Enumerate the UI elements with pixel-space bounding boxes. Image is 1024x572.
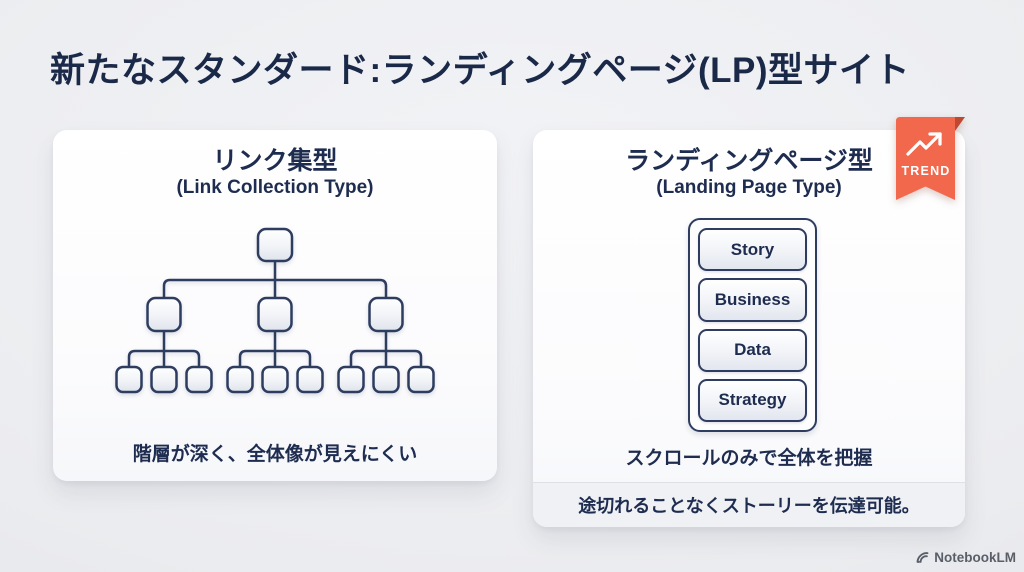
notebooklm-icon	[916, 552, 929, 563]
landing-page-title-ja: ランディングページ型	[625, 147, 873, 175]
landing-page-footer-note: 途切れることなくストーリーを伝達可能。	[533, 482, 965, 527]
link-collection-title-ja: リンク集型	[212, 147, 338, 175]
tree-node-mid	[146, 296, 182, 333]
tree-connector	[238, 349, 312, 369]
stack-section-strategy: Strategy	[698, 378, 807, 422]
tree-node-mid	[257, 296, 293, 333]
trend-badge: TREND	[896, 117, 966, 202]
link-collection-header: リンク集型 (Link Collection Type)	[53, 146, 497, 200]
tree-node-leaf	[337, 365, 365, 394]
tree-node-leaf	[296, 365, 324, 394]
landing-page-stack: Story Business Data Strategy	[688, 218, 817, 432]
ribbon-fold	[955, 117, 965, 131]
trending-up-icon	[906, 132, 942, 156]
tree-node-leaf	[372, 365, 400, 394]
tree-node-root	[256, 227, 294, 263]
tree-node-mid	[368, 296, 404, 333]
tree-node-leaf	[261, 365, 289, 394]
branding-text: NotebookLM	[934, 550, 1016, 565]
page-title: 新たなスタンダード:ランディングページ(LP)型サイト	[50, 51, 911, 90]
link-collection-card: リンク集型 (Link Collection Type)	[53, 130, 497, 481]
stack-section-business: Business	[698, 278, 807, 322]
tree-node-leaf	[115, 365, 143, 394]
tree-connector	[349, 349, 423, 369]
link-collection-title-en: (Link Collection Type)	[176, 177, 374, 199]
tree-node-leaf	[226, 365, 254, 394]
stack-section-story: Story	[698, 228, 807, 272]
tree-connector	[127, 349, 201, 369]
tree-node-leaf	[150, 365, 178, 394]
landing-page-title-en: (Landing Page Type)	[656, 177, 842, 199]
landing-page-header: ランディングページ型 (Landing Page Type)	[533, 146, 965, 200]
link-collection-caption: 階層が深く、全体像が見えにくい	[132, 444, 418, 465]
stack-section-data: Data	[698, 328, 807, 372]
branding: NotebookLM	[915, 550, 1016, 565]
ribbon-body	[896, 117, 955, 200]
trend-badge-label: TREND	[901, 164, 950, 178]
landing-page-caption: スクロールのみで全体を把握	[625, 448, 873, 469]
tree-connector	[162, 278, 388, 300]
hierarchy-tree-diagram	[115, 227, 435, 394]
landing-page-card: ランディングページ型 (Landing Page Type) Story Bus…	[533, 130, 965, 527]
tree-node-leaf	[407, 365, 435, 394]
tree-node-leaf	[185, 365, 213, 394]
